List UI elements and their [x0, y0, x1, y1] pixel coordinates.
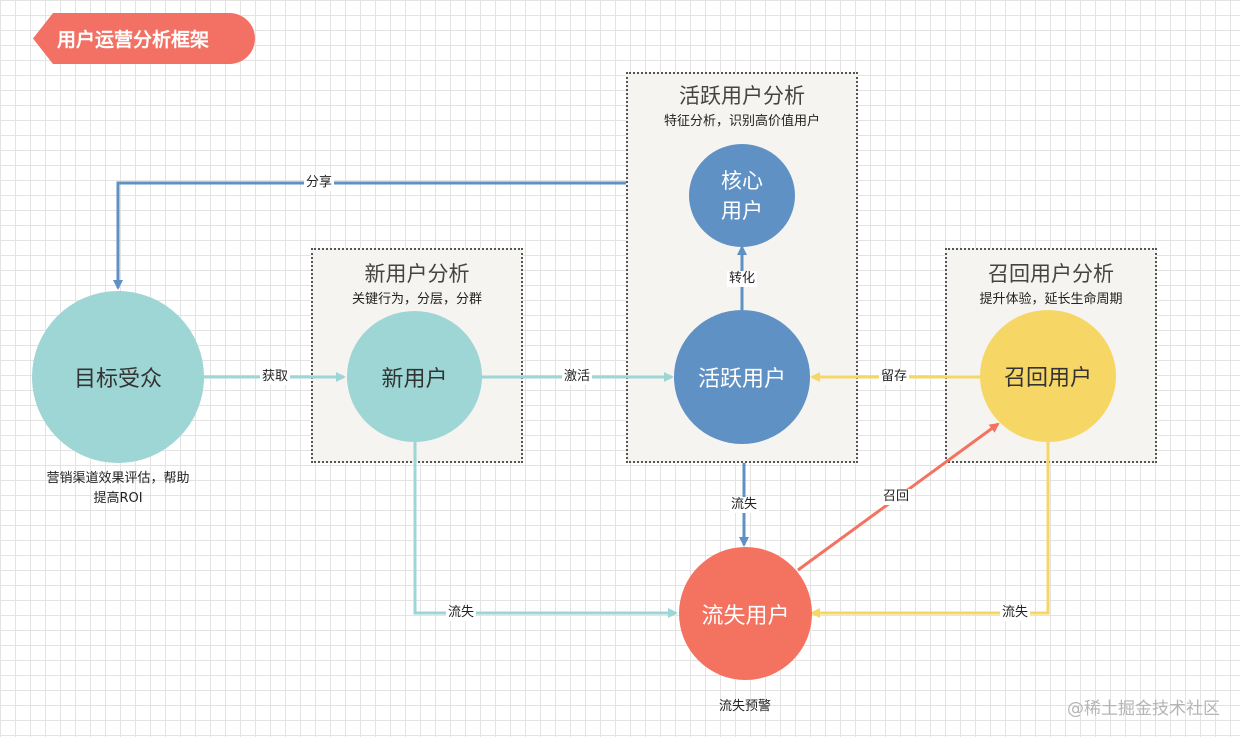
- node-core-user-label: 核心 用户: [721, 168, 763, 223]
- node-recall-user: 召回用户: [980, 310, 1116, 442]
- active-user-analysis-title: 活跃用户分析: [679, 84, 805, 108]
- page-title: 用户运营分析框架: [33, 13, 255, 64]
- node-active-user-label: 活跃用户: [697, 367, 786, 392]
- node-active-user: 活跃用户: [674, 310, 810, 444]
- recall-user-analysis-title: 召回用户分析: [988, 262, 1114, 286]
- label-churn-new: 流失: [446, 605, 477, 621]
- churn-warning-note: 流失预警: [718, 699, 771, 714]
- node-recall-user-label: 召回用户: [1003, 366, 1092, 391]
- node-churn-user: 流失用户: [679, 547, 812, 680]
- node-core-user: 核心 用户: [689, 144, 795, 247]
- label-share: 分享: [304, 175, 335, 191]
- target-audience-note: 营销渠道效果评估，帮助 提高ROI: [46, 471, 190, 506]
- label-acquire: 获取: [260, 369, 291, 385]
- node-target-audience: 目标受众: [32, 291, 204, 463]
- new-user-analysis-subtitle: 关键行为，分层，分群: [351, 292, 482, 307]
- node-target-audience-label: 目标受众: [73, 367, 162, 392]
- label-churn-recall: 流失: [1000, 605, 1031, 621]
- node-new-user-label: 新用户: [381, 366, 448, 392]
- edge-share: [113, 181, 626, 290]
- label-retain: 留存: [879, 369, 910, 385]
- edge-churn-recall: [810, 442, 1050, 618]
- new-user-analysis-title: 新用户分析: [364, 262, 470, 286]
- active-user-analysis-subtitle: 特征分析，识别高价值用户: [663, 114, 820, 129]
- edge-churn-new: [413, 442, 678, 618]
- label-recall: 召回: [881, 489, 912, 505]
- node-churn-user-label: 流失用户: [701, 603, 790, 629]
- active-user-analysis-box: 活跃用户分析 特征分析，识别高价值用户: [626, 72, 858, 463]
- watermark: @稀土掘金技术社区: [1067, 699, 1220, 719]
- page-title-text: 用户运营分析框架: [57, 29, 210, 51]
- label-activate: 激活: [562, 369, 593, 385]
- label-churn-active: 流失: [729, 497, 760, 513]
- node-new-user: 新用户: [347, 311, 482, 442]
- recall-user-analysis-subtitle: 提升体验，延长生命周期: [979, 292, 1123, 307]
- label-convert: 转化: [727, 271, 758, 287]
